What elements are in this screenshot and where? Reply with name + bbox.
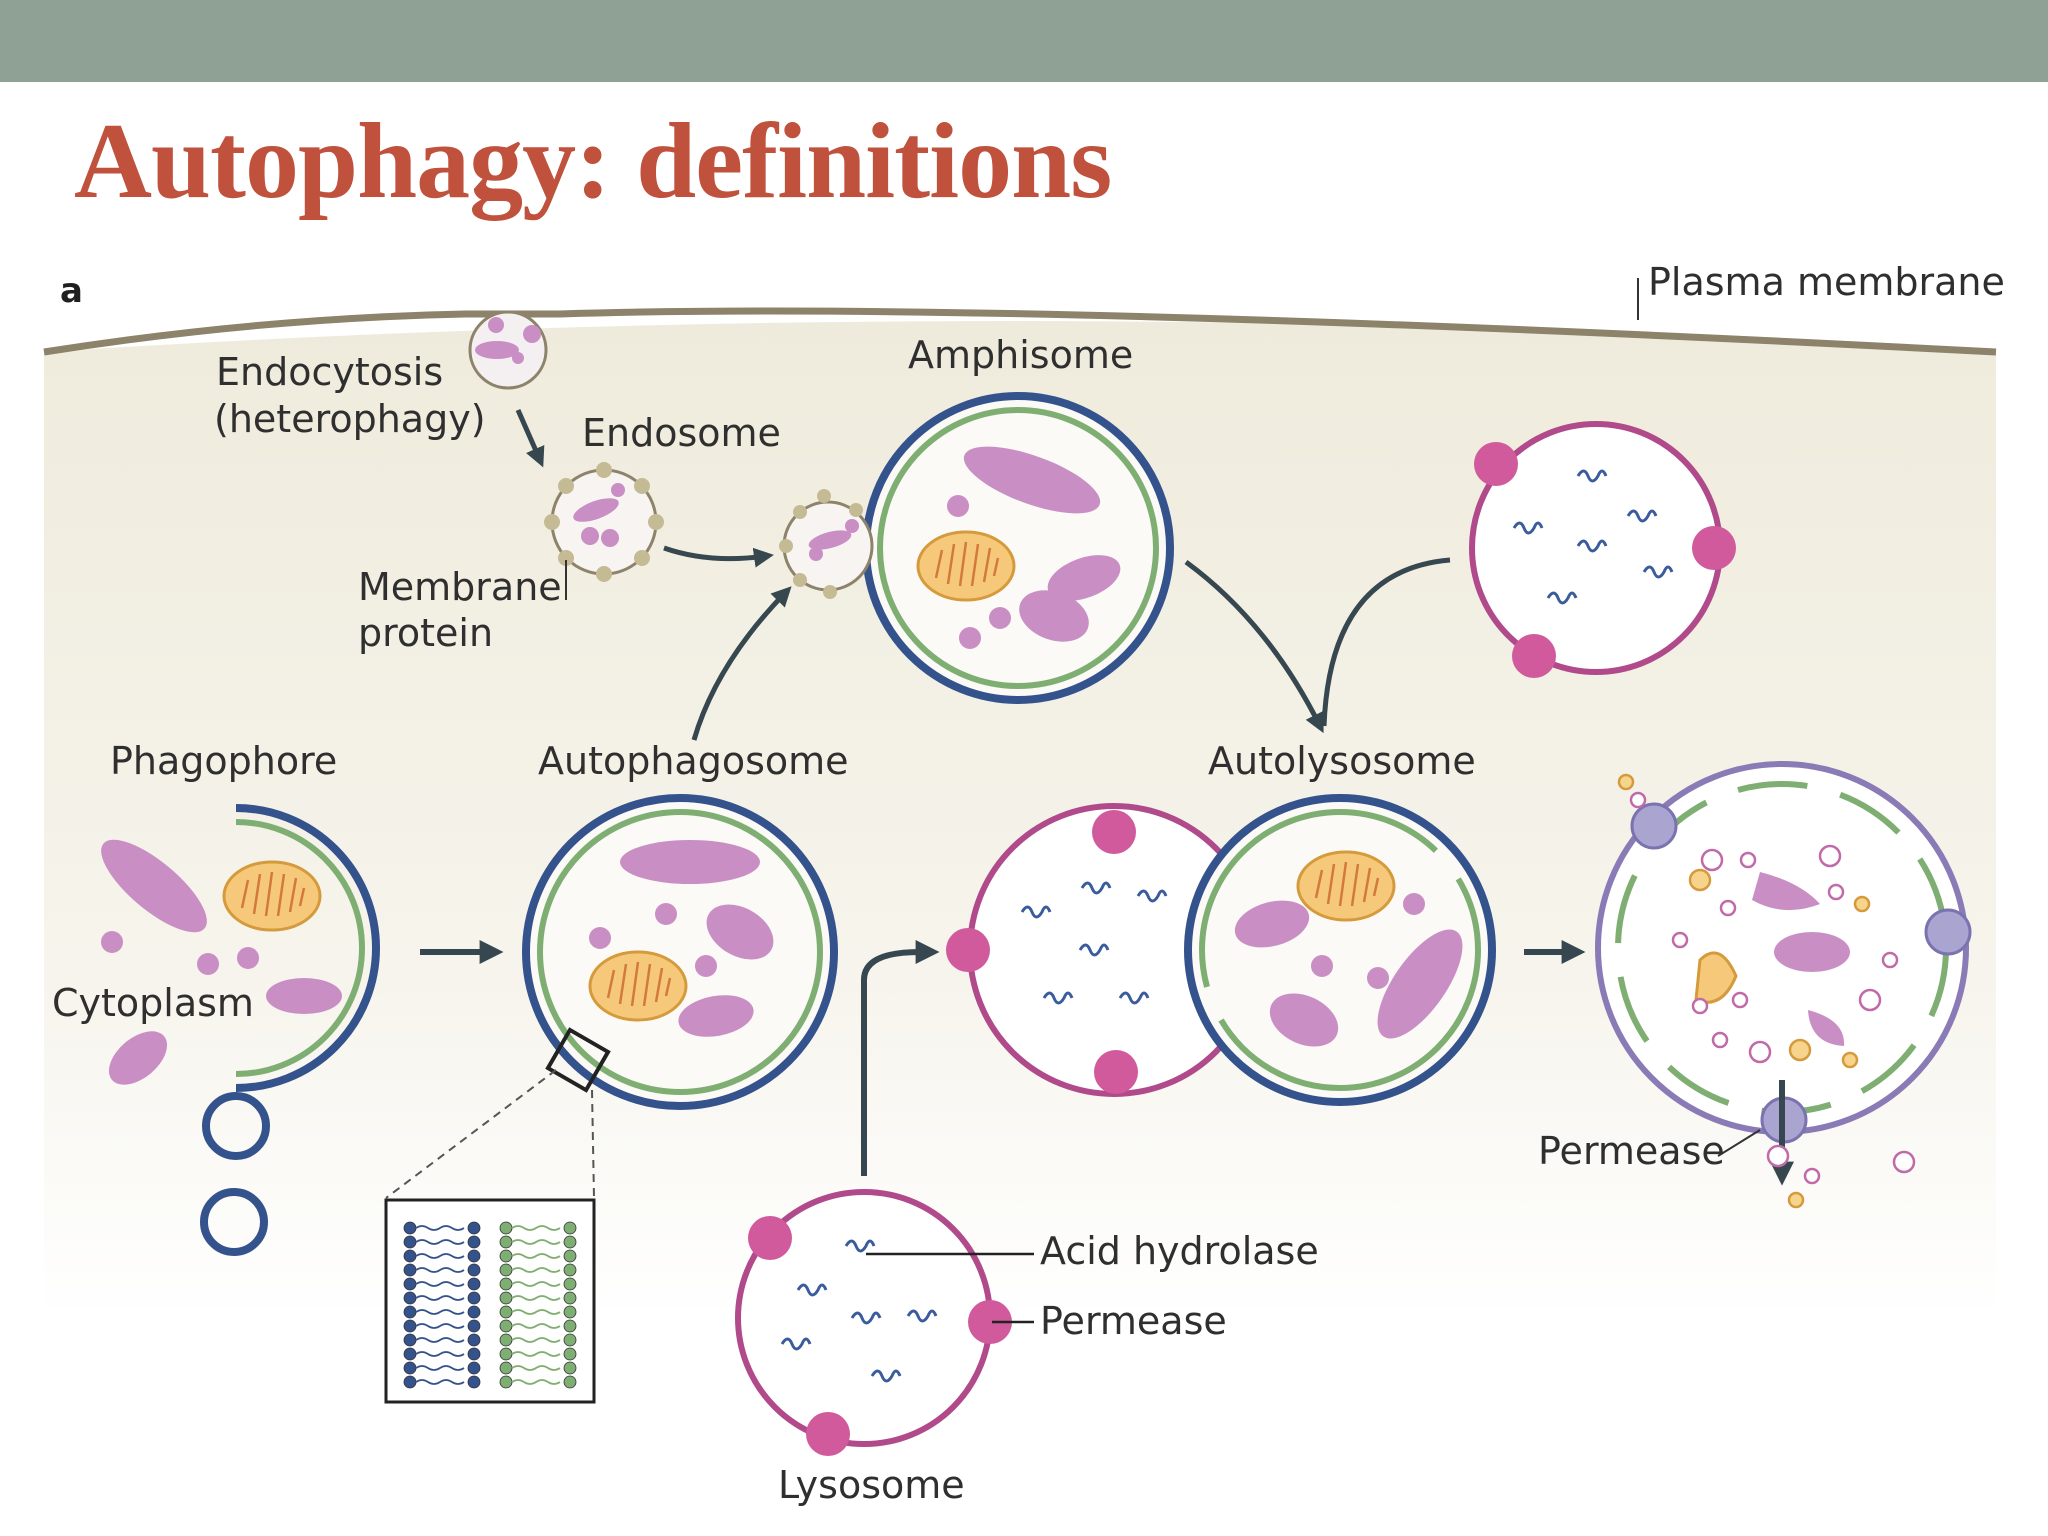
mitochondrion-icon — [222, 860, 322, 932]
mitochondrion-icon — [588, 950, 688, 1022]
label-acid-hydrolase: Acid hydrolase — [1040, 1229, 1319, 1273]
phagophore — [101, 804, 380, 1256]
label-phagophore: Phagophore — [110, 739, 337, 783]
arrow-icon — [861, 940, 940, 1176]
endosome — [544, 462, 664, 582]
label-permease-lysosome: Permease — [1040, 1299, 1227, 1343]
arrow-icon — [515, 408, 545, 468]
header-bar — [0, 0, 2048, 82]
mitochondrion-icon — [1296, 850, 1396, 922]
autophagosome — [522, 794, 838, 1110]
label-membrane-protein-1: Membrane — [358, 565, 562, 609]
arrow-icon — [663, 545, 774, 568]
arrow-icon — [1184, 559, 1324, 734]
amphisome — [779, 392, 1174, 704]
label-membrane-protein-2: protein — [358, 611, 493, 655]
arrow-icon — [691, 586, 792, 741]
endocytic-vesicle — [468, 310, 548, 390]
label-plasma-membrane: Plasma membrane — [1648, 260, 2005, 304]
membrane-bilayer-icon — [384, 1198, 596, 1404]
label-endosome: Endosome — [582, 411, 781, 455]
label-endocytosis-1: Endocytosis — [216, 350, 443, 394]
degrading-autolysosome — [1595, 761, 1972, 1209]
label-endocytosis-2: (heterophagy) — [214, 397, 486, 441]
label-cytoplasm: Cytoplasm — [52, 981, 254, 1025]
lysosome-top-right — [1469, 421, 1736, 678]
arrow-icon — [1321, 557, 1451, 727]
label-permease-right: Permease — [1538, 1129, 1725, 1173]
label-autolysosome: Autolysosome — [1208, 739, 1476, 783]
mitochondrion-icon — [916, 530, 1016, 602]
label-autophagosome: Autophagosome — [538, 739, 849, 783]
label-lysosome: Lysosome — [778, 1463, 965, 1507]
autolysosome — [946, 794, 1496, 1106]
plasma-membrane — [43, 307, 1997, 356]
panel-label: a — [60, 271, 83, 311]
slide-title: Autophagy: definitions — [74, 102, 1112, 221]
label-amphisome: Amphisome — [908, 333, 1133, 377]
